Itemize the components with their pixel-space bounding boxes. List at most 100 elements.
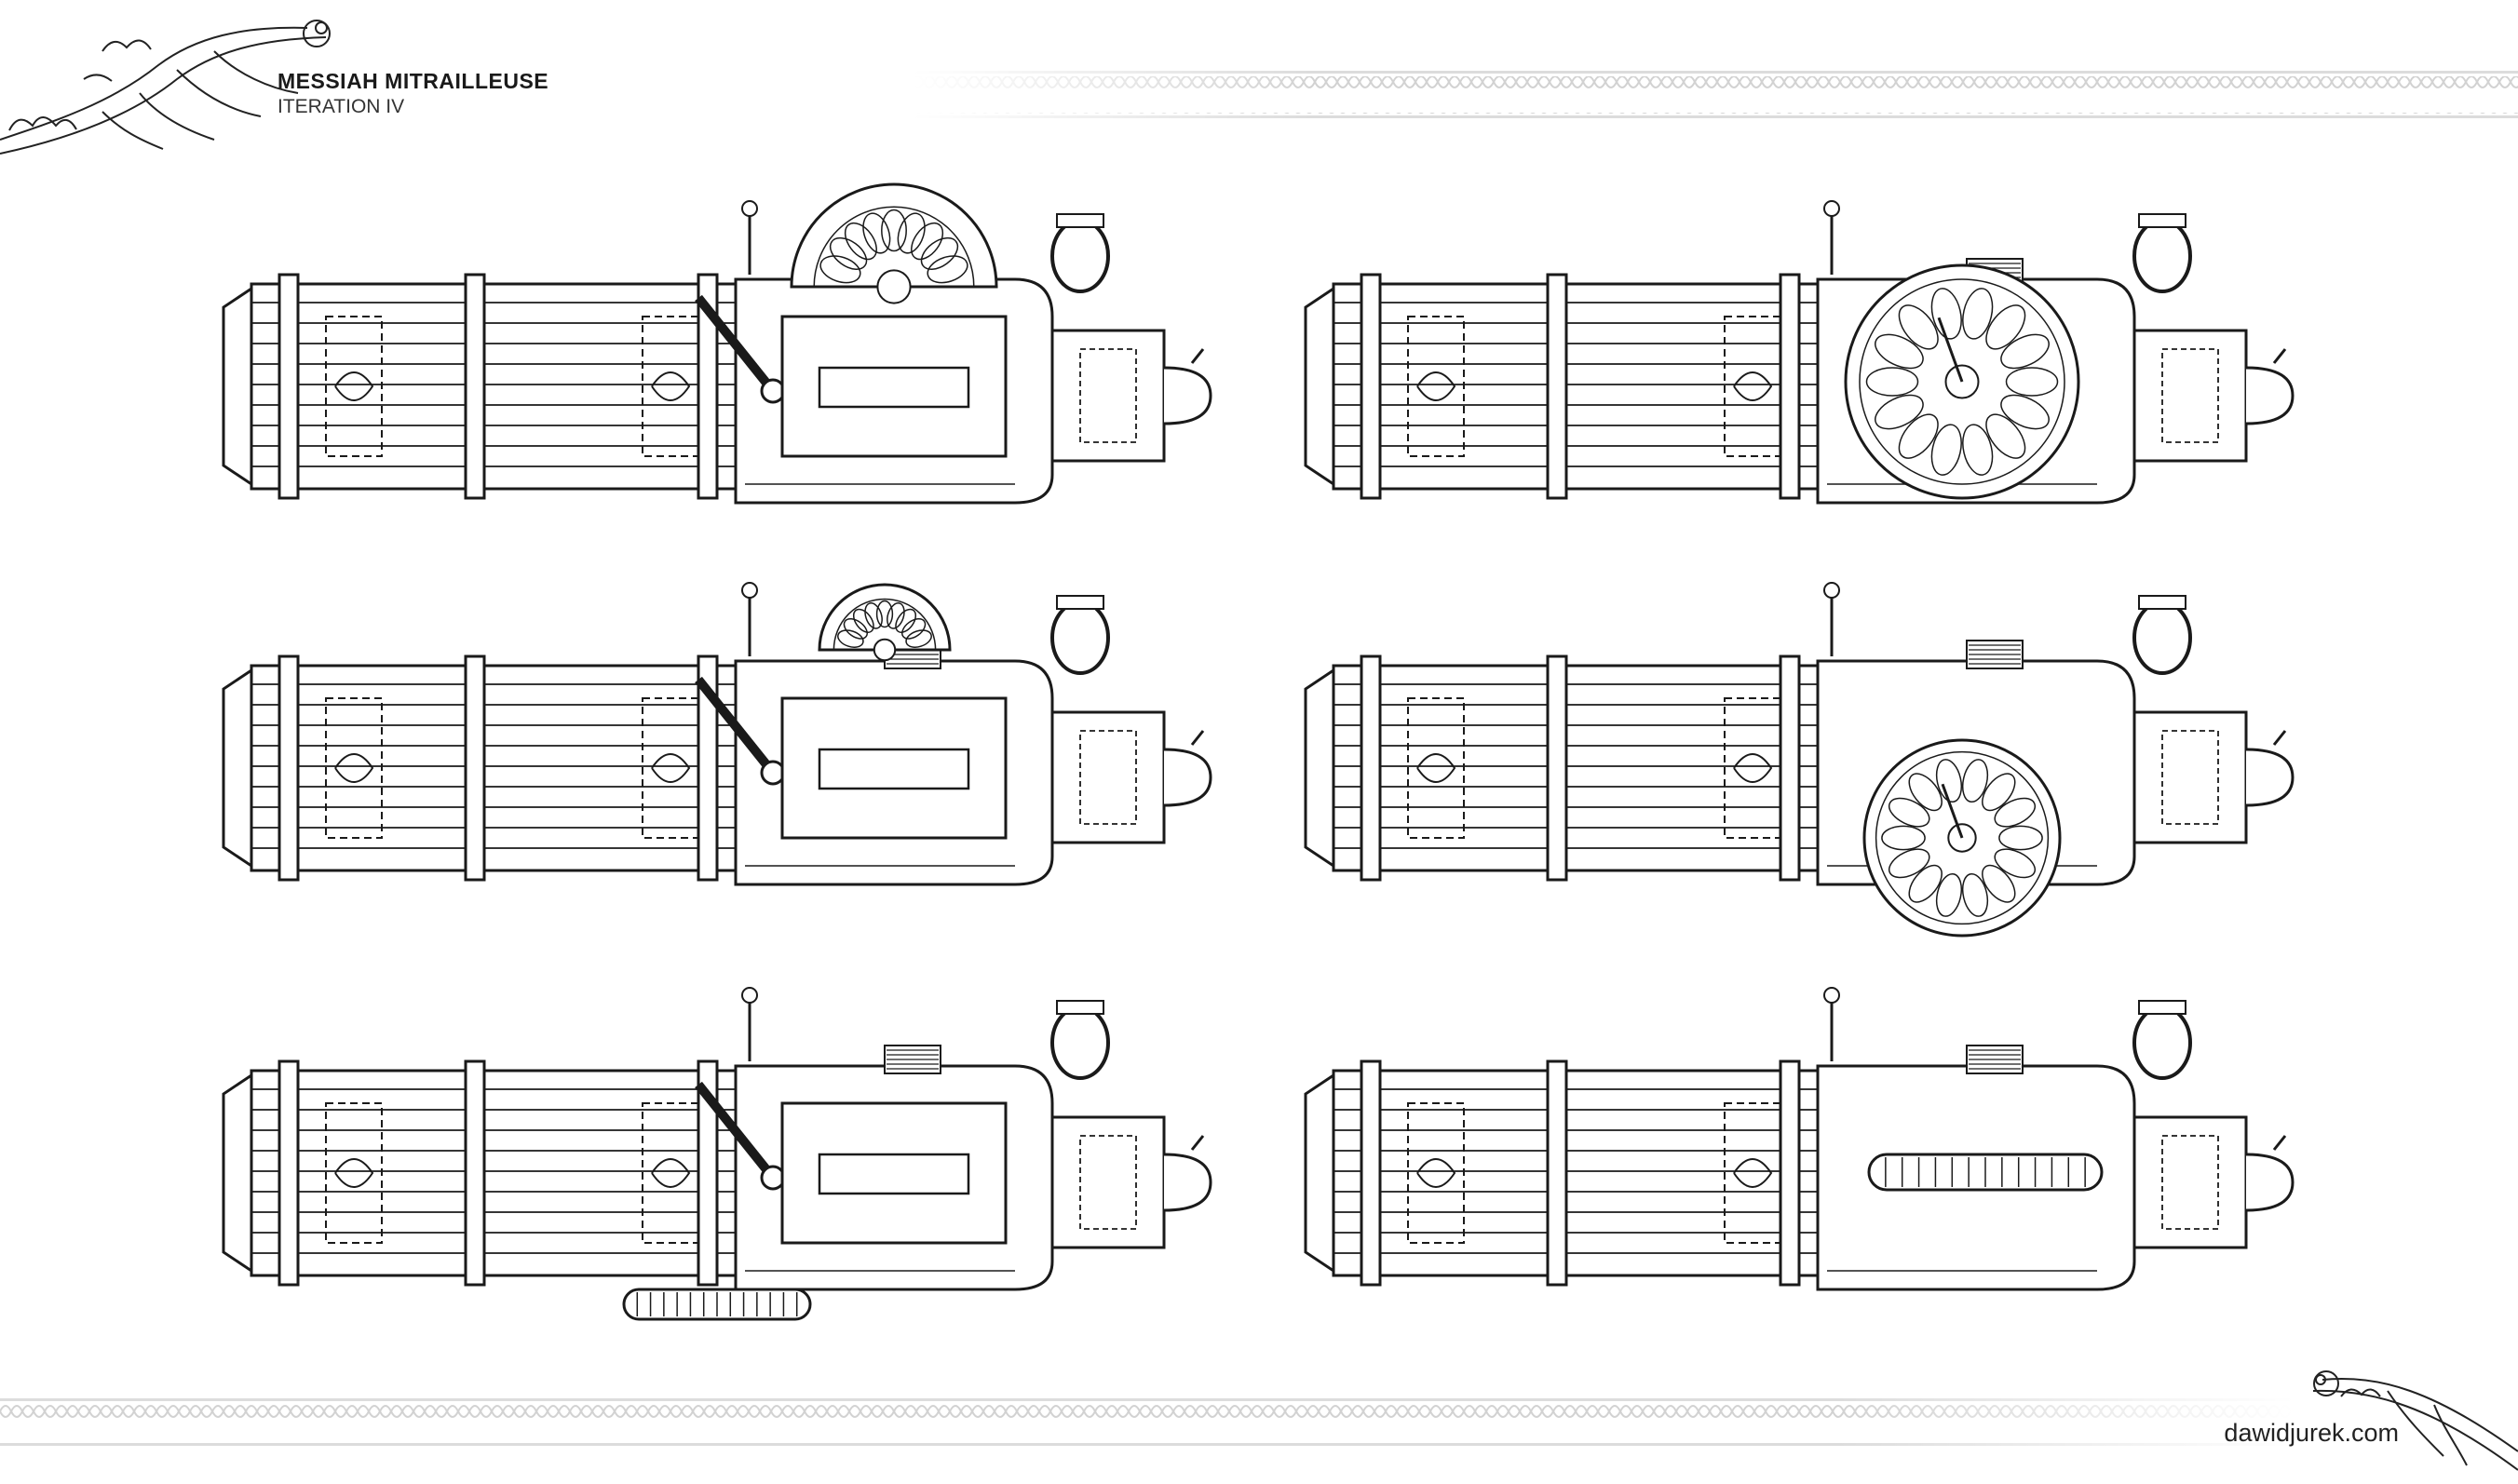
carry-handle: [1050, 1005, 1110, 1080]
rose-petal: [1935, 872, 1963, 917]
ornament-panel: [1407, 697, 1465, 839]
gun-sketch-variant-3: [222, 582, 1212, 886]
rose-petal: [927, 255, 968, 284]
sight-bead: [1823, 582, 1840, 599]
rose-petal: [862, 212, 891, 254]
rose-petal: [911, 222, 944, 261]
document-subtitle: ITERATION IV: [278, 96, 405, 117]
ornament-panel: [1724, 316, 1781, 457]
gun-sketch-variant-2: [1304, 200, 2295, 505]
rear-knob: [2245, 366, 2295, 425]
barrel-band: [278, 1059, 300, 1287]
rose-petal: [1875, 333, 1924, 370]
gun-drawing: [1304, 582, 2295, 938]
rose-crank-arm: [1937, 317, 1964, 383]
ornament-panel: [325, 697, 383, 839]
crank-handle: [695, 676, 777, 776]
ornament-flourish: [334, 1158, 374, 1188]
rose-petal: [1998, 825, 2043, 851]
rose-petal: [897, 212, 926, 254]
ornament-flourish: [651, 1158, 691, 1188]
rose-petal: [1888, 848, 1930, 879]
gun-drawing: [222, 987, 1212, 1321]
rose-window-outline: [818, 583, 952, 652]
rose-petal: [2000, 333, 2050, 370]
barrel-cluster: [250, 282, 738, 491]
sight-bead: [1823, 200, 1840, 217]
carry-handle: [1050, 219, 1110, 293]
ornament-panel: [1724, 1102, 1781, 1244]
muzzle-cap: [1304, 1073, 1335, 1274]
crank-pivot: [760, 760, 786, 786]
rose-petal: [920, 236, 959, 270]
barrel-band: [1779, 654, 1801, 882]
rose-petal: [1881, 825, 1926, 851]
ornate-side-plaque: [780, 1101, 1008, 1245]
barrel-band: [1779, 1059, 1801, 1287]
rose-petal: [901, 617, 927, 640]
rear-housing: [2132, 710, 2248, 844]
crank-handle: [695, 294, 777, 395]
rear-housing: [1050, 710, 1166, 844]
rear-spike: [1190, 348, 1205, 364]
ornament-panel: [1724, 697, 1781, 839]
barrel-band: [464, 654, 486, 882]
rose-window-outline: [790, 182, 998, 289]
rose-wheel-ring: [1859, 278, 2065, 485]
gothic-wing-ornament-top-left: [0, 20, 331, 155]
sight-bead: [741, 987, 758, 1004]
rose-window-ring: [833, 598, 937, 651]
gun-sketch-variant-6: [1304, 987, 2295, 1291]
muzzle-cap: [1304, 668, 1335, 869]
rose-petal: [1930, 424, 1962, 476]
rear-ornament: [2161, 348, 2219, 443]
muzzle-cap: [222, 286, 253, 487]
ornament-panel: [642, 1102, 699, 1244]
ornament-flourish: [1733, 1158, 1773, 1188]
barrel-band: [1779, 273, 1801, 500]
handle-cap: [1056, 595, 1104, 610]
ornament-panel: [325, 1102, 383, 1244]
plaque-window: [818, 1153, 970, 1195]
barrel-band: [1360, 1059, 1382, 1287]
rose-petal: [1898, 304, 1939, 350]
rose-hub: [876, 269, 912, 304]
rear-spike: [2272, 1135, 2287, 1151]
gun-drawing: [1304, 987, 2295, 1291]
rose-petal: [1985, 413, 2026, 459]
rose-petal: [1985, 304, 2026, 350]
barrel-cluster: [1332, 1069, 1820, 1277]
gun-sketch-variant-4: [1304, 582, 2295, 938]
rear-ornament: [1079, 1135, 1137, 1230]
rear-knob: [2245, 1153, 2295, 1212]
rose-petal: [875, 600, 894, 628]
barrel-band: [1546, 273, 1568, 500]
ornate-side-plaque: [780, 315, 1008, 458]
rear-ornament: [1079, 348, 1137, 443]
rear-housing: [1050, 1115, 1166, 1249]
handle-cap: [2138, 595, 2186, 610]
rose-petal: [1935, 759, 1963, 803]
carry-handle: [1050, 600, 1110, 675]
rose-petal: [1875, 394, 1924, 430]
carry-handle: [2132, 600, 2192, 675]
title-block: MESSIAH MITRAILLEUSE ITERATION IV: [278, 67, 548, 119]
barrel-band: [278, 654, 300, 882]
barrel-cluster: [250, 1069, 738, 1277]
gun-drawing: [1304, 200, 2295, 505]
ornament-flourish: [334, 753, 374, 783]
barrel-band: [464, 1059, 486, 1287]
ornament-panel: [642, 316, 699, 457]
artist-website: dawidjurek.com: [2224, 1419, 2399, 1447]
rose-petal: [843, 617, 868, 640]
handle-cap: [1056, 213, 1104, 228]
rose-petal: [864, 602, 883, 629]
ornament-flourish: [1416, 371, 1456, 401]
plaque-window: [818, 366, 970, 409]
ornament-panel: [1407, 316, 1465, 457]
ornament-flourish: [651, 371, 691, 401]
rose-petal: [1994, 848, 2037, 879]
rose-petal: [852, 608, 874, 633]
rear-housing: [1050, 329, 1166, 463]
rear-knob: [1163, 1153, 1212, 1212]
